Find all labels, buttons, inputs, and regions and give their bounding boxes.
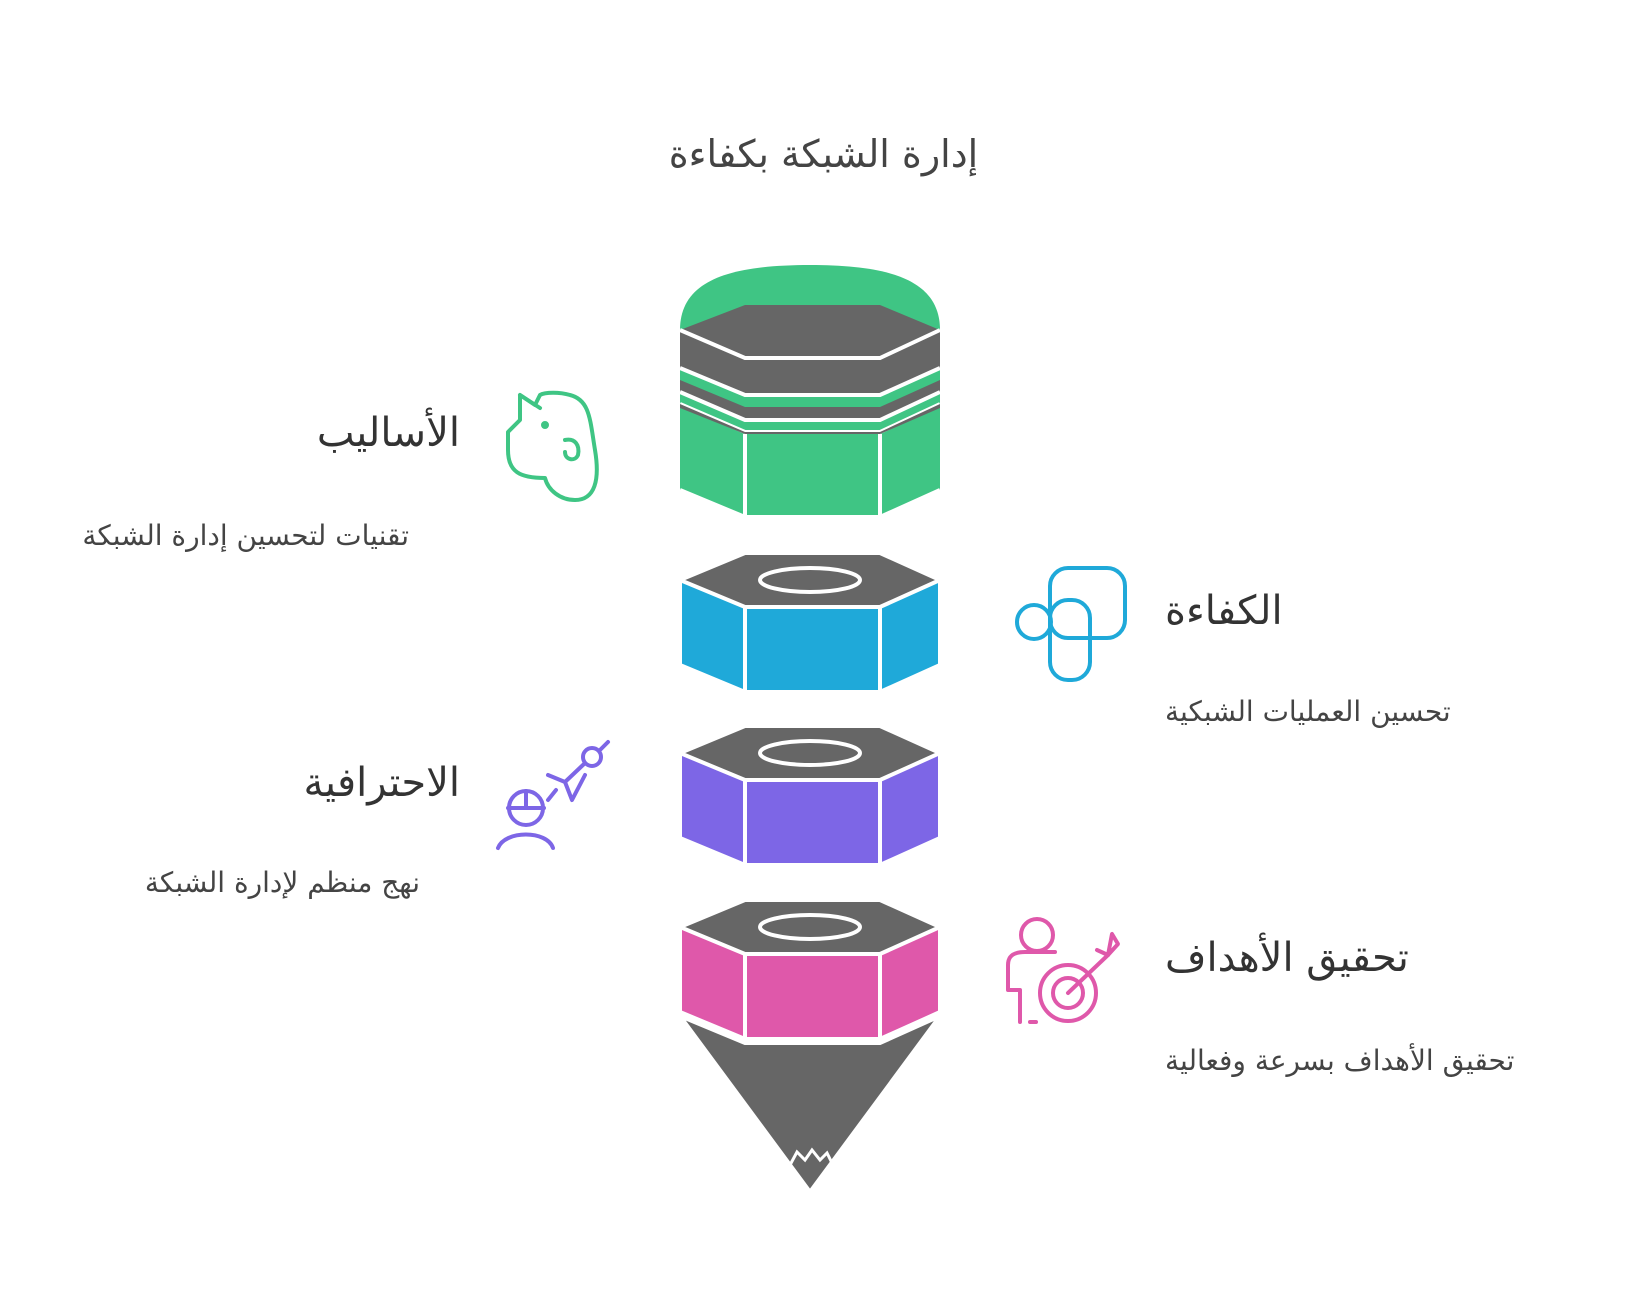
methods-description: تقنيات لتحسين إدارة الشبكة	[82, 519, 409, 552]
efficiency-heading: الكفاءة	[1165, 588, 1283, 634]
segment-methods	[679, 265, 941, 519]
segment-efficiency	[674, 551, 945, 694]
efficiency-description: تحسين العمليات الشبكية	[1165, 695, 1451, 728]
person-target-icon	[1006, 917, 1120, 1024]
route-arrows-icon	[1015, 566, 1127, 682]
segment-professionalism	[674, 724, 945, 867]
engineer-compass-icon	[496, 740, 610, 850]
diagram-title: إدارة الشبكة بكفاءة	[668, 132, 979, 176]
goals-description: تحقيق الأهداف بسرعة وفعالية	[1165, 1044, 1515, 1077]
methods-heading: الأساليب	[316, 410, 460, 456]
evernote-elephant-icon	[506, 390, 599, 502]
professionalism-heading: الاحترافية	[303, 760, 460, 806]
pencil-tip	[674, 1011, 947, 1196]
segment-goals	[674, 898, 945, 1041]
goals-heading: تحقيق الأهداف	[1165, 935, 1409, 981]
professionalism-description: نهج منظم لإدارة الشبكة	[144, 866, 420, 899]
